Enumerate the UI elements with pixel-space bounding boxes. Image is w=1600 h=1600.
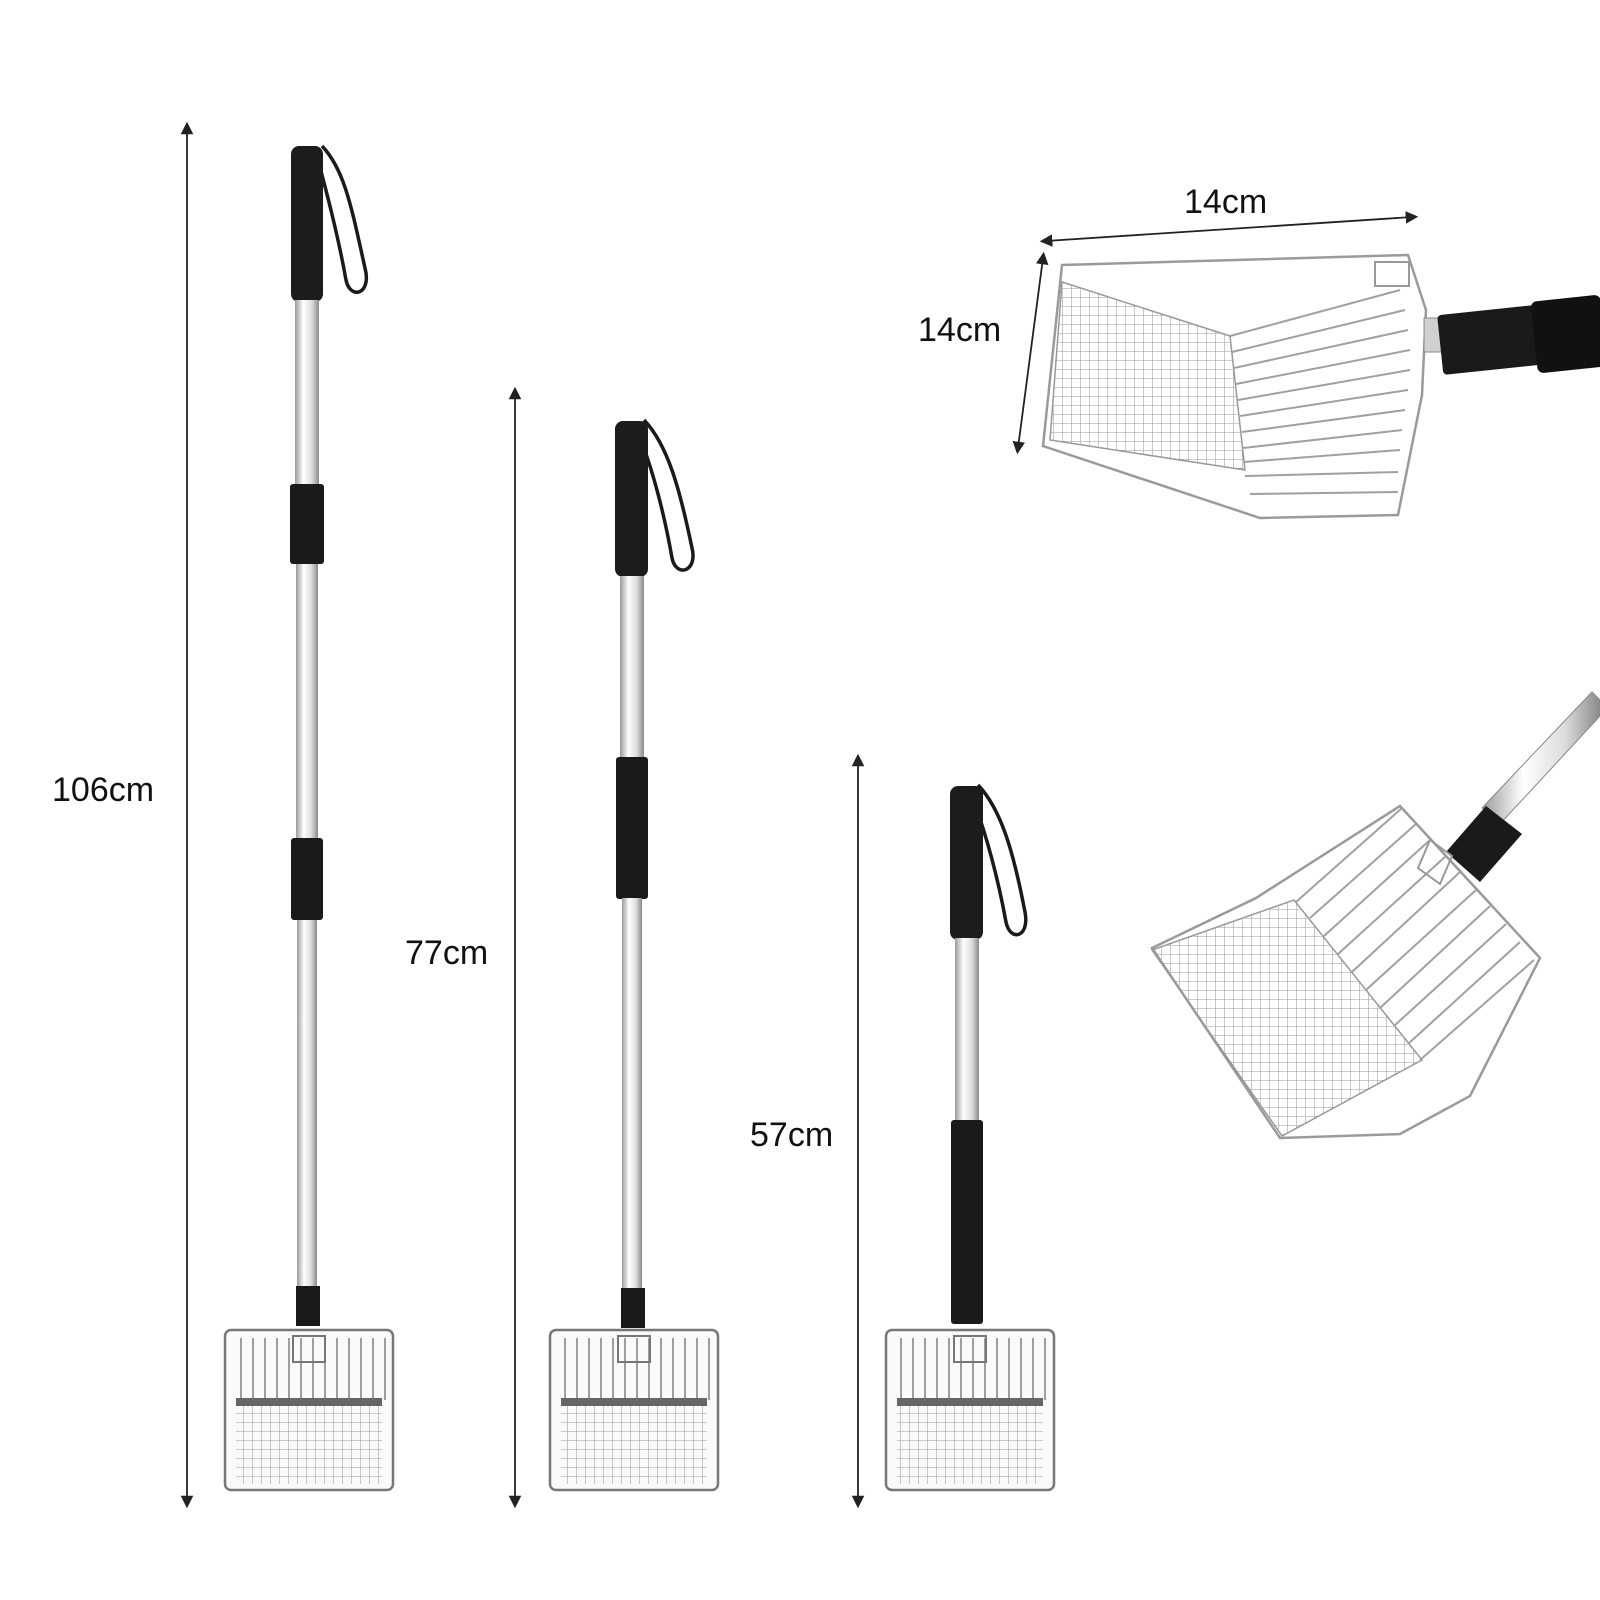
scoop-hook [1416, 838, 1454, 886]
dimension-label-scoop-width: 14cm [1184, 183, 1268, 221]
pole-middle [296, 564, 318, 840]
scoop-medium [548, 418, 720, 1492]
pole-angled [1481, 691, 1600, 827]
scoop-ribs [1295, 807, 1535, 1061]
dimension-label-short: 57cm [750, 1116, 834, 1154]
scoop-ribs [1229, 289, 1411, 495]
scoop-detail-side [1041, 253, 1600, 520]
dimension-label-extended: 106cm [52, 771, 155, 809]
handle-grip [615, 421, 648, 577]
scoop-short [884, 783, 1056, 1492]
scoop-mesh [1150, 899, 1424, 1137]
pole-upper [295, 300, 319, 486]
pole-joint [951, 1120, 983, 1324]
pole-upper [620, 576, 644, 760]
dimension-label-medium: 77cm [405, 934, 489, 972]
handle-grip [291, 146, 323, 302]
handle-grip [1531, 295, 1600, 373]
mesh-scoop-icon [223, 1328, 395, 1492]
handle-joint [1446, 806, 1522, 882]
dimension-arrow-14-depth [1012, 251, 1049, 455]
pole-end-cap [296, 1286, 320, 1326]
handle-joint [1437, 305, 1541, 375]
scoop-mesh [1049, 280, 1246, 471]
dimension-label-scoop-depth: 14cm [918, 311, 1002, 349]
scoop-extended [223, 144, 395, 1492]
pole-joint [291, 838, 323, 920]
pole-joint [290, 484, 324, 564]
pole-joint [616, 757, 648, 899]
pole-lower [622, 898, 642, 1290]
pole-lower [297, 920, 317, 1288]
dimension-arrow-14-width [1039, 211, 1419, 247]
scoop-hook [1374, 261, 1410, 287]
wrist-strap [972, 783, 1028, 937]
mesh-scoop-icon [548, 1328, 720, 1492]
wrist-strap [638, 418, 695, 572]
pole-upper [955, 938, 979, 1122]
wrist-strap [316, 144, 369, 294]
handle-grip [950, 786, 983, 940]
scoop-detail-angled [1150, 691, 1600, 1140]
pole-end-cap [621, 1288, 645, 1328]
mesh-scoop-icon [884, 1328, 1056, 1492]
